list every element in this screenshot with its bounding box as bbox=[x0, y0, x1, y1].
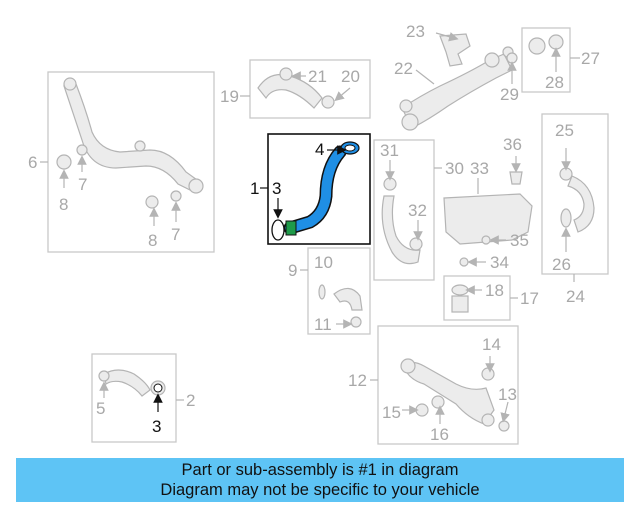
callout-29: 29 bbox=[500, 85, 519, 104]
callout-12: 12 bbox=[348, 371, 367, 390]
hose-25-26 bbox=[559, 148, 595, 252]
hose-31-32 bbox=[381, 160, 423, 265]
callout-20: 20 bbox=[341, 67, 360, 86]
part-box-19 bbox=[249, 59, 371, 119]
callout-25: 25 bbox=[555, 121, 574, 140]
callout-14: 14 bbox=[482, 335, 501, 354]
callout-16: 16 bbox=[430, 425, 449, 444]
hose-20-21 bbox=[257, 67, 351, 109]
clamp-18 bbox=[451, 284, 482, 313]
callout-33: 33 bbox=[470, 159, 489, 178]
callout-23: 23 bbox=[406, 22, 425, 41]
callout-24: 24 bbox=[566, 287, 585, 306]
callout-34: 34 bbox=[490, 253, 509, 272]
clamp-28-group bbox=[528, 34, 580, 72]
callout-32: 32 bbox=[408, 201, 427, 220]
part-box-1 bbox=[267, 133, 371, 245]
callout-10: 10 bbox=[314, 253, 333, 272]
callout-7-left: 7 bbox=[78, 175, 87, 194]
callout-2: 2 bbox=[186, 391, 195, 410]
callout-36: 36 bbox=[503, 135, 522, 154]
callout-8-right: 8 bbox=[148, 231, 157, 250]
callout-28: 28 bbox=[545, 73, 564, 92]
callout-27: 27 bbox=[581, 49, 600, 68]
callout-4: 4 bbox=[315, 140, 324, 159]
clamp-29 bbox=[506, 52, 518, 84]
callout-35: 35 bbox=[510, 231, 529, 250]
part-box-30 bbox=[373, 139, 435, 281]
part-box-12 bbox=[377, 325, 519, 445]
callout-30: 30 bbox=[445, 159, 464, 178]
part-box-9 bbox=[307, 247, 371, 335]
parts-diagram: 23 27 22 28 29 21 20 19 4 1 3 31 30 33 3… bbox=[28, 22, 609, 445]
callout-6: 6 bbox=[28, 153, 37, 172]
callout-31: 31 bbox=[380, 141, 399, 160]
hose-5-seal-3 bbox=[98, 369, 166, 412]
part-box-2 bbox=[91, 353, 177, 443]
banner-line-1: Part or sub-assembly is #1 in diagram bbox=[181, 461, 459, 479]
callout-17: 17 bbox=[520, 289, 539, 308]
highlighted-hose-1 bbox=[271, 141, 360, 241]
callout-22: 22 bbox=[394, 59, 413, 78]
callout-15: 15 bbox=[382, 403, 401, 422]
callout-26: 26 bbox=[552, 255, 571, 274]
part-box-24 bbox=[541, 113, 609, 275]
callout-1: 1 bbox=[250, 179, 259, 198]
callout-8-left: 8 bbox=[59, 195, 68, 214]
bracket-23-group bbox=[435, 32, 471, 67]
pipe-6 bbox=[56, 77, 204, 226]
part-box-28 bbox=[521, 27, 571, 93]
intercooler-33 bbox=[443, 156, 533, 267]
callout-labels: 23 27 22 28 29 21 20 19 4 1 3 31 30 33 3… bbox=[28, 22, 600, 444]
callout-7-right: 7 bbox=[171, 225, 180, 244]
callout-5: 5 bbox=[96, 399, 105, 418]
callout-3-lower: 3 bbox=[152, 417, 161, 436]
callout-19: 19 bbox=[220, 87, 239, 106]
pipe-12 bbox=[400, 356, 510, 432]
callout-21: 21 bbox=[308, 67, 327, 86]
callout-18: 18 bbox=[485, 281, 504, 300]
banner-line-2: Diagram may not be specific to your vehi… bbox=[160, 481, 480, 499]
callout-13: 13 bbox=[498, 385, 517, 404]
elbow-10-11 bbox=[318, 284, 363, 329]
info-banner: Part or sub-assembly is #1 in diagram Di… bbox=[16, 458, 624, 502]
callout-11: 11 bbox=[314, 315, 332, 334]
callout-3-upper: 3 bbox=[272, 179, 281, 198]
callout-9: 9 bbox=[288, 261, 297, 280]
